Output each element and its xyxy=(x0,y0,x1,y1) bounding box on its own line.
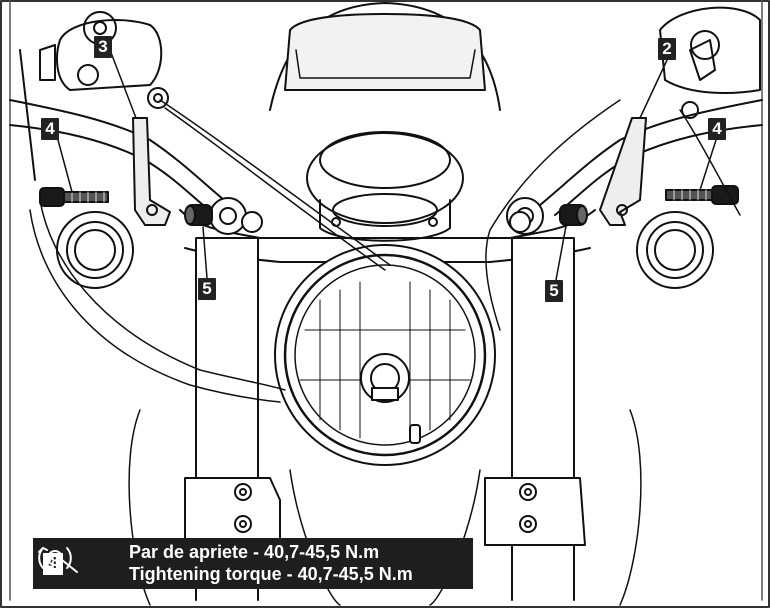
bolt-right xyxy=(665,185,739,205)
handlebar-left xyxy=(9,99,231,206)
mirror-bracket-right xyxy=(599,117,647,226)
lower-clamp-right xyxy=(484,477,586,546)
callout-5-right: 5 xyxy=(545,280,563,302)
spacer-right xyxy=(559,204,588,226)
callout-5-left: 5 xyxy=(198,278,216,300)
gauge-housing xyxy=(306,132,464,224)
callout-4-right: 4 xyxy=(708,118,726,140)
right-master-cylinder xyxy=(659,6,761,94)
torque-wrench-icon xyxy=(38,546,78,573)
callout-2: 2 xyxy=(658,38,676,60)
riser-right xyxy=(636,211,714,289)
lower-clamp-left xyxy=(184,477,281,546)
mirror-bracket-left xyxy=(132,117,171,226)
handlebar-right xyxy=(539,99,763,206)
riser-left xyxy=(56,211,134,289)
callout-3: 3 xyxy=(94,36,112,58)
bolt-left xyxy=(39,187,109,207)
torque-text-spanish: Par de apriete - 40,7-45,5 N.m xyxy=(129,542,380,562)
dash-cover xyxy=(284,13,486,91)
callout-4-left: 4 xyxy=(41,118,59,140)
torque-text-english: Tightening torque - 40,7-45,5 N.m xyxy=(129,564,413,584)
fork-tube-right xyxy=(511,237,575,509)
torque-spec-panel: 4 Par de apriete - 40,7-45,5 N.m Tighten… xyxy=(33,538,473,589)
spacer-left xyxy=(184,204,213,226)
